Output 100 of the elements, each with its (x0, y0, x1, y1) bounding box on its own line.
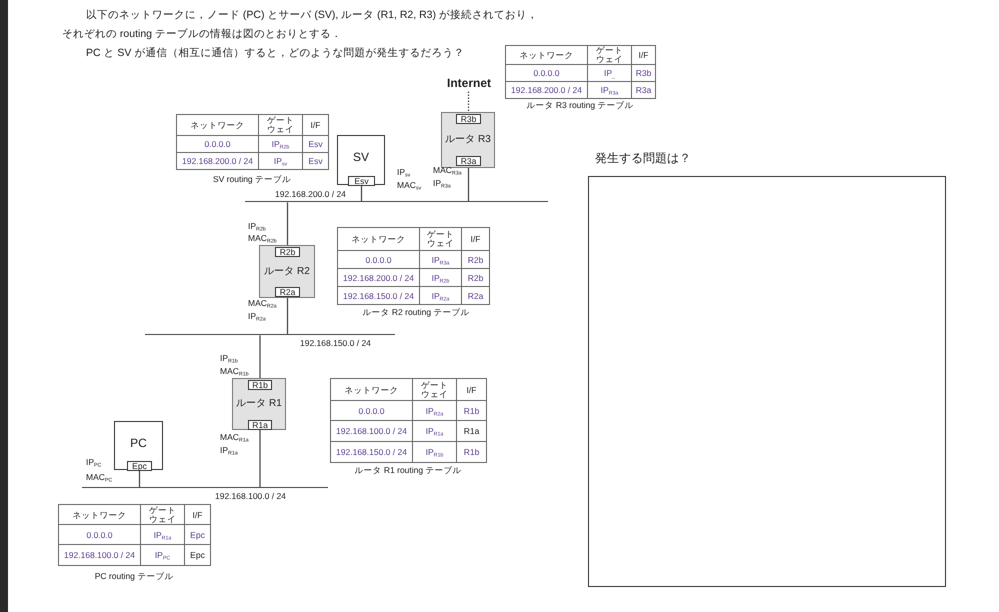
table-caption: ルータ R1 routing テーブル (354, 465, 462, 477)
server-box (337, 135, 385, 185)
table-caption: PC routing テーブル (94, 571, 174, 583)
network-segment-line (245, 201, 548, 202)
column-header: ゲートウェイ (588, 46, 632, 64)
address-label: IP$_{R3a}$ (433, 178, 451, 188)
network-address-label: 192.168.200.0 / 24 (275, 189, 346, 199)
table-caption: ルータ R3 routing テーブル (526, 100, 634, 112)
table-cell: Esv (302, 152, 328, 170)
address-label: IP$_{R1b}$ (220, 353, 238, 363)
table-caption: SV routing テーブル (212, 174, 292, 186)
connection-line (468, 166, 470, 201)
interface-port: R2a (275, 287, 300, 297)
network-address-label: 192.168.100.0 / 24 (215, 491, 286, 501)
column-header: ネットワーク (58, 504, 140, 524)
address-label: IP$_{R2b}$ (248, 221, 266, 231)
table-cell: IP$_{R1a}$ (412, 420, 456, 442)
question-text: 以下のネットワークに，ノード (PC) とサーバ (SV), ルータ (R1, R2, R3) が接続されており，それぞれの routing テーブルの情報は図のとおりとする． (62, 8, 539, 42)
address-label: MAC$_{sv}$ (397, 180, 422, 190)
device-label: SV (352, 150, 369, 164)
connection-line (259, 335, 261, 380)
table-cell: R1a (456, 420, 486, 442)
interface-port: Epc (127, 461, 152, 471)
table-cell: IP$_{R2b}$ (258, 136, 302, 152)
table-cell: 0.0.0.0 (176, 136, 258, 152)
interface-port: R3a (456, 156, 481, 166)
address-label: MAC$_{PC}$ (86, 472, 112, 482)
column-header: ゲートウェイ (140, 504, 184, 524)
device-label: ルータ R3 (445, 134, 491, 146)
interface-port: R1b (248, 380, 272, 390)
table-cell: 192.168.150.0 / 24 (330, 442, 412, 462)
device-label: ルータ R2 (264, 266, 310, 278)
connection-line (286, 202, 288, 247)
router-box (232, 378, 286, 430)
table-cell: 0.0.0.0 (330, 400, 412, 420)
table-cell: IP$_{PC}$ (140, 544, 184, 566)
device-label: ルータ R1 (236, 398, 282, 410)
router-box (259, 245, 315, 298)
table-cell: R3b (632, 64, 656, 82)
table-cell: IP$_{sv}$ (258, 152, 302, 170)
network-segment-line (145, 334, 395, 336)
answer-heading: 発生する問題は？ (595, 150, 691, 167)
table-cell: R2b (462, 250, 490, 268)
table-cell: R1b (456, 442, 486, 462)
table-cell: IP$_{R3a}$ (588, 82, 632, 98)
column-header: ネットワーク (330, 378, 412, 400)
address-label: MAC$_{R1b}$ (220, 366, 249, 376)
column-header: ネットワーク (338, 228, 420, 250)
column-header: ゲートウェイ (420, 228, 462, 250)
interface-port: R1a (248, 420, 272, 430)
table-cell: IP$_{R2a}$ (412, 400, 456, 420)
table-cell: R3a (632, 82, 656, 98)
computer-box (114, 421, 163, 470)
connection-line (468, 91, 470, 114)
table-cell: Epc (184, 524, 210, 544)
table-cell: IP$_{R1b}$ (412, 442, 456, 462)
column-header: I/F (632, 46, 656, 64)
device-label: PC (130, 436, 147, 450)
address-label: MAC$_{R3a}$ (433, 165, 462, 175)
connection-line (259, 430, 261, 487)
address-label: MAC$_{R2b}$ (248, 233, 277, 243)
table-cell: Esv (302, 136, 328, 152)
table-cell: IP$_{R2b}$ (420, 268, 462, 286)
connection-line (360, 186, 362, 201)
column-header: I/F (462, 228, 490, 250)
table-cell: 192.168.100.0 / 24 (58, 544, 140, 566)
column-header: I/F (302, 114, 328, 136)
question-text: PC と SV が通信（相互に通信）すると，どのような問題が発生するだろう？ (86, 46, 464, 61)
column-header: I/F (456, 378, 486, 400)
table-cell: R2a (462, 286, 490, 304)
table-cell: R2b (462, 268, 490, 286)
table-cell: 192.168.100.0 / 24 (330, 420, 412, 442)
address-label: MAC$_{R1a}$ (220, 432, 249, 442)
column-header: ネットワーク (506, 46, 588, 64)
column-header: ネットワーク (176, 114, 258, 136)
table-cell: 192.168.200.0 / 24 (506, 82, 588, 98)
internet-label: Internet (444, 76, 494, 91)
table-cell: 192.168.200.0 / 24 (176, 152, 258, 170)
interface-port: R3b (456, 114, 481, 124)
table-cell: 0.0.0.0 (338, 250, 420, 268)
table-cell: IP$_{_}$ (588, 64, 632, 82)
connection-line (138, 471, 140, 487)
connection-line (286, 297, 288, 334)
table-cell: IP$_{R1a}$ (140, 524, 184, 544)
table-cell: 0.0.0.0 (58, 524, 140, 544)
column-header: I/F (184, 504, 210, 524)
table-cell: 192.168.200.0 / 24 (338, 268, 420, 286)
column-header: ゲートウェイ (258, 114, 302, 136)
table-caption: ルータ R2 routing テーブル (362, 307, 470, 319)
table-cell: R1b (456, 400, 486, 420)
table-cell: IP$_{R2a}$ (420, 286, 462, 304)
network-segment-line (82, 487, 328, 488)
table-cell: IP$_{R3a}$ (420, 250, 462, 268)
address-label: MAC$_{R2a}$ (248, 298, 277, 308)
address-label: IP$_{R1a}$ (220, 445, 238, 455)
column-header: ゲートウェイ (412, 378, 456, 400)
table-cell: Epc (184, 544, 210, 566)
table-cell: 192.168.150.0 / 24 (338, 286, 420, 304)
address-label: IP$_{sv}$ (397, 167, 410, 177)
network-address-label: 192.168.150.0 / 24 (300, 338, 371, 348)
